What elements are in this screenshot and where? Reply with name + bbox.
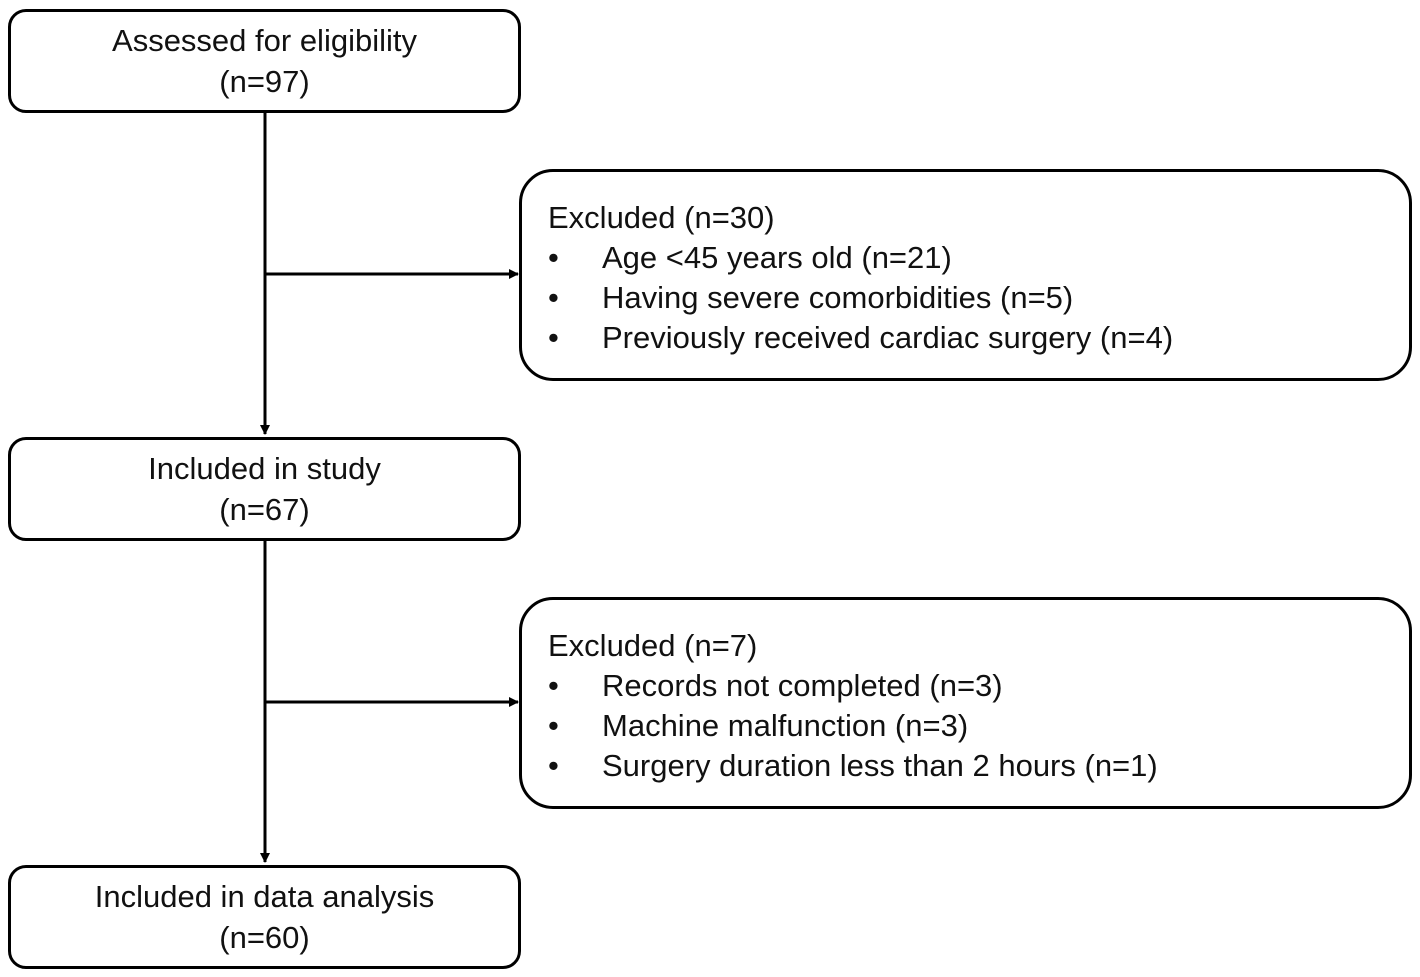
bullet-icon: • [548,280,559,315]
exclusion-1-list: • Age <45 years old (n=21) • Having severe… [548,238,1409,358]
included-study-label: Included in study [148,451,381,486]
exclusion-reason: Surgery duration less than 2 hours (n=1) [602,748,1158,783]
exclusion-reason: Machine malfunction (n=3) [602,708,969,743]
bullet-icon: • [548,240,559,275]
list-item: • Having severe comorbidities (n=5) [548,278,1409,318]
list-item: • Surgery duration less than 2 hours (n=1… [548,746,1409,786]
list-item: • Machine malfunction (n=3) [548,706,1409,746]
assessed-label: Assessed for eligibility [112,23,417,58]
exclusion-2-list: • Records not completed (n=3) • Machine ma… [548,666,1409,786]
exclusion-reason: Records not completed (n=3) [602,668,1003,703]
included-analysis-count: (n=60) [219,920,310,955]
assessed-count: (n=97) [219,64,310,99]
exclusion-1-title: Excluded (n=30) [548,200,775,235]
list-item: • Records not completed (n=3) [548,666,1409,706]
bullet-icon: • [548,708,559,743]
bullet-icon: • [548,320,559,355]
exclusion-reason: Age <45 years old (n=21) [602,240,952,275]
assessed-eligibility-box: Assessed for eligibility (n=97) [8,9,521,113]
exclusion-box-1: Excluded (n=30) • Age <45 years old (n=21… [519,169,1412,381]
exclusion-2-title: Excluded (n=7) [548,628,758,663]
bullet-icon: • [548,748,559,783]
exclusion-reason: Having severe comorbidities (n=5) [602,280,1074,315]
included-analysis-label: Included in data analysis [94,879,435,914]
bullet-icon: • [548,668,559,703]
included-study-box: Included in study (n=67) [8,437,521,541]
list-item: • Previously received cardiac surgery (n=… [548,318,1409,358]
exclusion-reason: Previously received cardiac surgery (n=4… [602,320,1174,355]
list-item: • Age <45 years old (n=21) [548,238,1409,278]
included-analysis-box: Included in data analysis (n=60) [8,865,521,969]
exclusion-box-2: Excluded (n=7) • Records not completed (n… [519,597,1412,809]
included-study-count: (n=67) [219,492,310,527]
